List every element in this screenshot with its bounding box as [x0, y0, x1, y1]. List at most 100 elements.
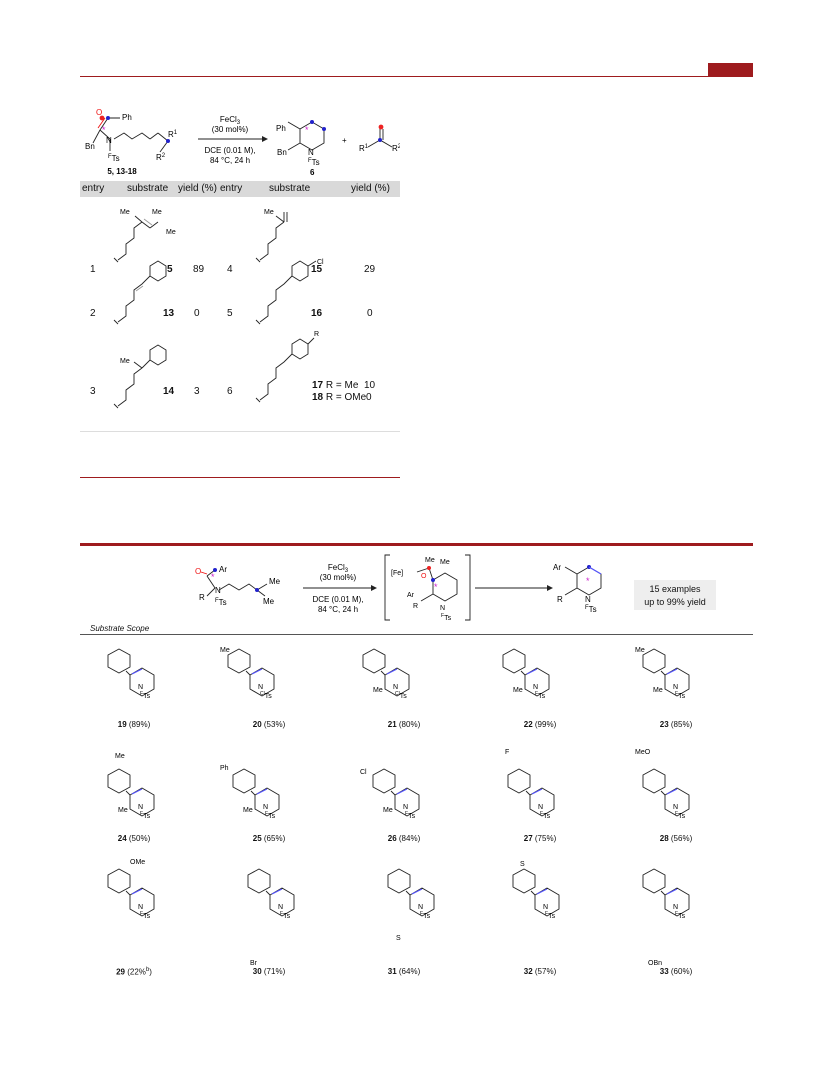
svg-text:Me: Me — [166, 229, 176, 236]
svg-text:Me: Me — [269, 577, 281, 586]
atom-ph: Ph — [122, 113, 132, 122]
yield-entry-4: 29 — [364, 264, 376, 275]
svg-text:N: N — [138, 804, 143, 811]
svg-text:Me: Me — [513, 687, 523, 694]
compound-28-label: 28 (56%) — [659, 834, 693, 843]
svg-text:Me: Me — [373, 687, 383, 694]
svg-text:OMe: OMe — [130, 859, 145, 866]
header-rule — [80, 76, 753, 77]
svg-text:FTs: FTs — [140, 911, 151, 920]
svg-text:R1: R1 — [168, 130, 178, 139]
svg-text:FTs: FTs — [585, 605, 597, 614]
col-yield-b: yield (%) — [351, 183, 390, 194]
yield-entry-3: 3 — [194, 386, 200, 397]
substrate-18-line: 18 R = OMe — [312, 392, 367, 403]
svg-text:FTs: FTs — [308, 158, 320, 167]
svg-text:FTs: FTs — [545, 911, 556, 920]
substrate-id-14: 14 — [163, 386, 175, 397]
section-rule — [80, 543, 753, 546]
svg-text:DCE (0.01 M),: DCE (0.01 M), — [204, 146, 255, 155]
svg-text:N: N — [393, 684, 398, 691]
svg-text:Me: Me — [120, 209, 130, 216]
svg-text:[Fe]: [Fe] — [391, 570, 403, 577]
yield-entry-5: 0 — [367, 308, 373, 319]
compound-32-label: 32 (57%) — [523, 967, 557, 976]
svg-text:FTs: FTs — [535, 691, 546, 700]
svg-text:FTs: FTs — [540, 811, 551, 820]
svg-text:R2: R2 — [392, 144, 400, 153]
svg-text:Ar: Ar — [219, 565, 227, 574]
svg-text:R: R — [413, 603, 418, 610]
substrate-17-line: 17 R = Me — [312, 380, 359, 391]
svg-text:Me: Me — [263, 597, 275, 606]
col-entry-b: entry — [220, 183, 243, 194]
compound-25-label: 25 (65%) — [252, 834, 286, 843]
svg-text:Me: Me — [120, 358, 130, 365]
svg-text:DCE (0.01 M),: DCE (0.01 M), — [312, 595, 363, 604]
atom-n: N — [106, 136, 112, 145]
svg-text:N: N — [585, 595, 591, 604]
svg-text:ClTs: ClTs — [395, 691, 407, 700]
summary-badge: 15 examples up to 99% yield — [634, 580, 716, 610]
svg-text:FTs: FTs — [265, 811, 276, 820]
svg-text:N: N — [308, 148, 314, 157]
svg-text:*: * — [434, 582, 438, 592]
svg-text:Me: Me — [115, 753, 125, 760]
svg-text:O: O — [421, 573, 427, 580]
scope-structures: N FTs N ClTs Me N ClTs Me N FTs Me N FTs… — [107, 647, 690, 967]
compound-30-label: 30 (71%) — [252, 967, 286, 976]
svg-text:R: R — [557, 595, 563, 604]
svg-text:FTs: FTs — [140, 691, 151, 700]
scope-title: Substrate Scope — [90, 624, 150, 633]
scheme-1: * * O FeCl Ph N Bn FTs R1 R2 5, 13-18 Fe… — [85, 108, 400, 177]
svg-text:N: N — [673, 904, 678, 911]
atom-o: O — [96, 108, 102, 117]
table-substrates: Me Me Me Me Cl Me R — [113, 209, 324, 409]
svg-text:FTs: FTs — [405, 811, 416, 820]
svg-text:Bn: Bn — [277, 148, 287, 157]
svg-text:Me: Me — [118, 807, 128, 814]
scheme-2: * * * O Ar N R FTs Me Me FeCl3 (30 mol%)… — [195, 554, 602, 622]
svg-text:FTs: FTs — [280, 911, 291, 920]
reactant-label: 5, 13-18 — [107, 167, 137, 176]
entry-5: 5 — [227, 308, 233, 319]
col-substrate-a: substrate — [127, 183, 169, 194]
compound-23-label: 23 (85%) — [659, 720, 693, 729]
svg-text:R2: R2 — [156, 153, 166, 162]
svg-text:N: N — [403, 804, 408, 811]
svg-text:*: * — [586, 576, 590, 586]
svg-text:84 °C, 24 h: 84 °C, 24 h — [210, 156, 250, 165]
svg-text:FTs: FTs — [675, 691, 686, 700]
substrate-id-16: 16 — [311, 308, 323, 319]
compound-27-label: 27 (75%) — [523, 834, 557, 843]
svg-text:Ph: Ph — [220, 765, 229, 772]
svg-text:S: S — [396, 935, 401, 942]
svg-text:Ar: Ar — [407, 592, 415, 599]
svg-text:ClTs: ClTs — [260, 691, 272, 700]
yield-18: 0 — [366, 392, 372, 403]
svg-text:FTs: FTs — [140, 811, 151, 820]
svg-text:FTs: FTs — [675, 911, 686, 920]
entry-4: 4 — [227, 264, 233, 275]
svg-text:Me: Me — [152, 209, 162, 216]
svg-text:R1: R1 — [359, 144, 369, 153]
svg-text:*: * — [211, 572, 215, 582]
yield-entry-1: 89 — [193, 264, 205, 275]
svg-text:N: N — [673, 804, 678, 811]
svg-text:N: N — [440, 605, 445, 612]
svg-text:FTs: FTs — [441, 613, 452, 622]
svg-text:OBn: OBn — [648, 960, 662, 967]
compound-19-label: 19 (89%) — [117, 720, 151, 729]
entry-3: 3 — [90, 386, 96, 397]
substrate-id-5: 5 — [167, 264, 173, 275]
compound-29-label: 29 (22%b) — [116, 967, 152, 977]
substrate-id-13: 13 — [163, 308, 175, 319]
entry-1: 1 — [90, 264, 96, 275]
compound-26-label: 26 (84%) — [387, 834, 421, 843]
svg-text:Br: Br — [250, 960, 258, 967]
table-bottom-rule — [80, 431, 400, 432]
svg-text:FTs: FTs — [215, 598, 227, 607]
table-end-rule — [80, 477, 400, 478]
svg-text:FeCl3: FeCl3 — [328, 563, 349, 574]
svg-text:N: N — [138, 684, 143, 691]
